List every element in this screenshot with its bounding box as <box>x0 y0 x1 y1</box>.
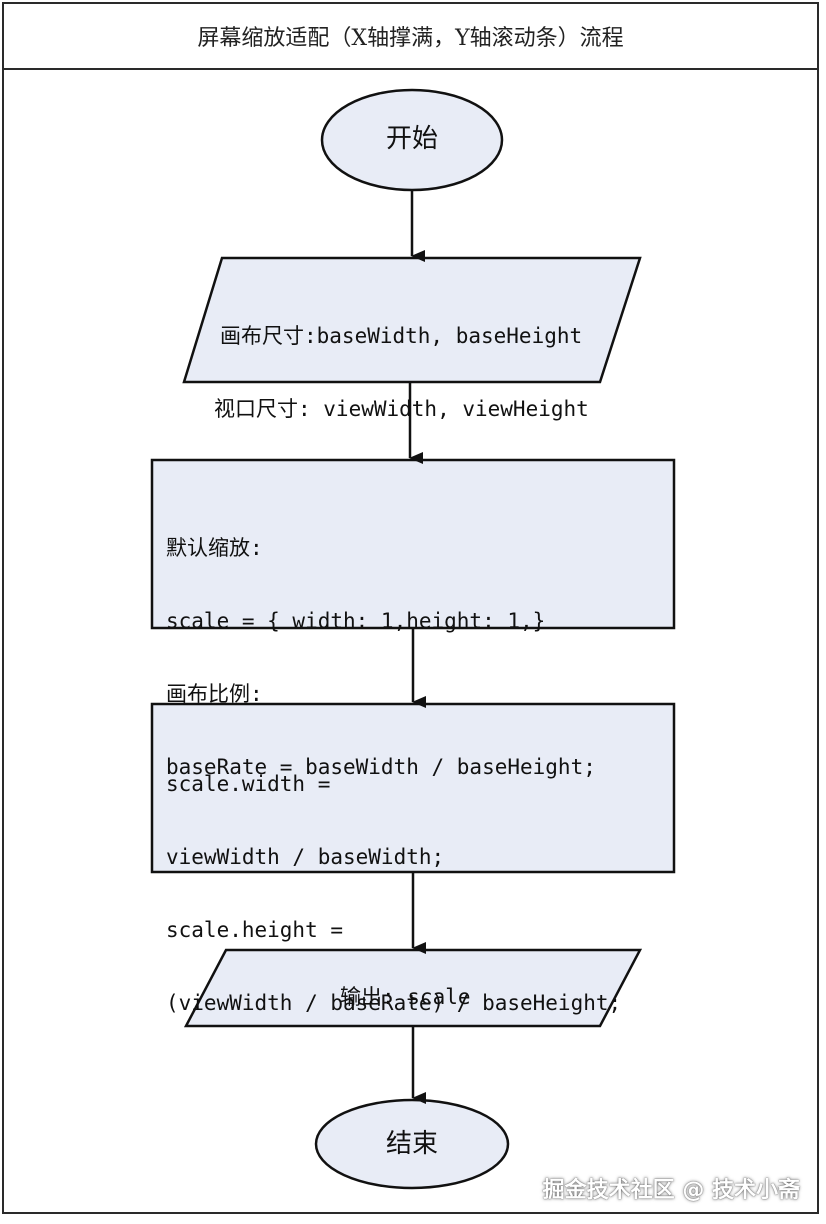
defaults-node <box>150 458 676 630</box>
input-text: 画布尺寸:baseWidth, baseHeight 视口尺寸: viewWid… <box>214 284 589 441</box>
defaults-text: 默认缩放: scale = { width: 1,height: 1,} 画布比… <box>166 496 596 799</box>
compute-line-3: scale.height = <box>166 918 344 942</box>
input-node <box>182 256 642 384</box>
watermark: 掘金技术社区 @ 技术小斋 <box>542 1178 800 1203</box>
compute-line-4: (viewWidth / baseRate) / baseHeight; <box>166 991 622 1015</box>
defaults-line-1: 默认缩放: <box>166 536 263 560</box>
compute-line-1: scale.width = <box>166 772 331 796</box>
input-line-2: 视口尺寸: viewWidth, viewHeight <box>214 397 589 421</box>
compute-text: scale.width = viewWidth / baseWidth; sca… <box>166 732 621 1035</box>
diagram-title: 屏幕缩放适配（X轴撑满，Y轴滚动条）流程 <box>4 4 817 70</box>
output-label: 输出: scale <box>340 985 471 1009</box>
compute-node <box>150 702 676 874</box>
start-label: 开始 <box>385 124 438 154</box>
output-node <box>183 948 643 1028</box>
defaults-line-4: baseRate = baseWidth / baseHeight; <box>166 755 596 779</box>
defaults-line-2: scale = { width: 1,height: 1,} <box>166 609 546 633</box>
diagram-frame: 屏幕缩放适配（X轴撑满，Y轴滚动条）流程 <box>2 2 819 1214</box>
input-line-1: 画布尺寸:baseWidth, baseHeight <box>220 324 583 348</box>
end-label: 结束 <box>385 1129 438 1159</box>
compute-line-2: viewWidth / baseWidth; <box>166 845 445 869</box>
defaults-line-3: 画布比例: <box>166 682 263 706</box>
